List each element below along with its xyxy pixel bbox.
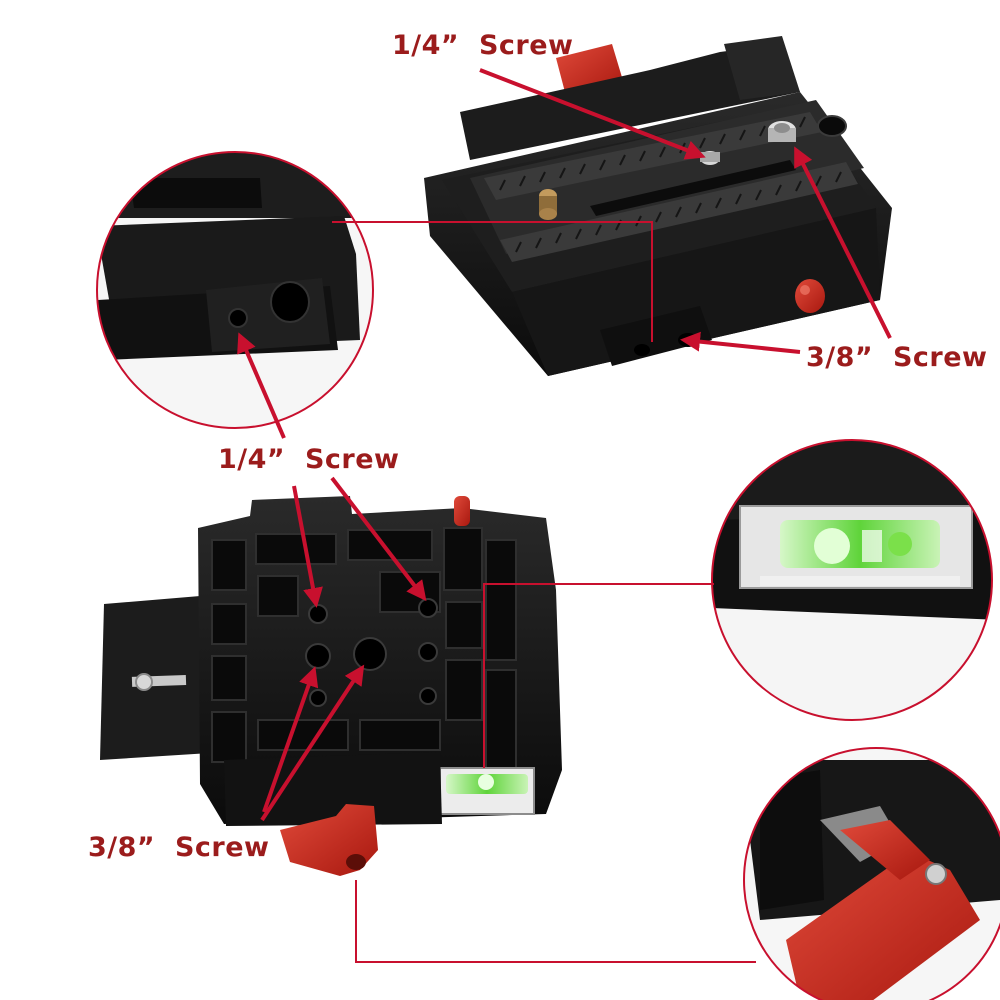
arrow-icon xyxy=(479,68,706,160)
side-red-knob-icon xyxy=(795,279,825,313)
screw-hole-icon xyxy=(418,642,438,662)
arrow-icon xyxy=(292,485,323,608)
connector-line xyxy=(483,583,714,768)
arrow-icon xyxy=(794,146,892,339)
label-quarter-inch-screw-middle: 1/4” Screw xyxy=(218,444,400,475)
connector-line xyxy=(332,221,653,342)
arrow-icon xyxy=(330,476,427,602)
magnifier-circle-icon xyxy=(743,747,1000,1000)
magnifier-circle-icon xyxy=(96,151,374,429)
label-quarter-inch-screw-top: 1/4” Screw xyxy=(392,30,574,61)
magnifier-circle-icon xyxy=(711,439,993,721)
arrow-icon xyxy=(680,331,801,354)
label-three-eighths-screw-bottom: 3/8” Screw xyxy=(88,832,270,863)
screw-hole-icon xyxy=(309,689,327,707)
top-red-pin-icon xyxy=(454,496,470,526)
connector-line xyxy=(355,880,756,963)
zoomed-screw-hole-icon xyxy=(228,308,248,328)
screw-hole-icon xyxy=(353,637,387,671)
screw-hole-icon xyxy=(308,604,328,624)
arrow-icon xyxy=(260,664,365,822)
screw-hole-icon xyxy=(634,344,650,356)
bottom-base-plate xyxy=(100,496,562,876)
top-clamp-plate xyxy=(424,36,892,376)
label-three-eighths-screw-top: 3/8” Screw xyxy=(806,342,988,373)
arrow-icon xyxy=(262,666,319,813)
screw-hole-icon xyxy=(419,687,437,705)
screw-hole-icon xyxy=(418,598,438,618)
screw-hole-icon xyxy=(305,643,331,669)
zoomed-screw-hole-icon xyxy=(270,281,310,323)
arrow-icon xyxy=(237,332,286,439)
